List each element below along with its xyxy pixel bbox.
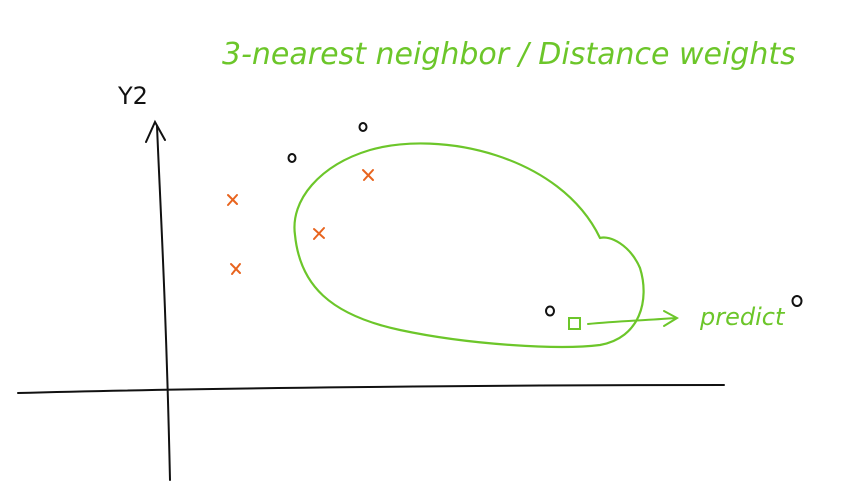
circle-marker-icon [287, 153, 297, 163]
cross-marker-icon [230, 263, 241, 275]
predict-arrow [587, 310, 680, 327]
class-cross-points [227, 169, 374, 275]
y-axis-line [156, 125, 171, 481]
arrow-shaft [587, 317, 677, 325]
diagram-title: 3-nearest neighbor / Distance weights [222, 37, 796, 72]
cross-marker-icon [362, 169, 374, 181]
class-circle-points [287, 122, 555, 317]
neighbor-ellipse [293, 142, 645, 348]
x-axis-line [17, 384, 725, 394]
y-axis-arrow-icon [145, 119, 166, 143]
axes [17, 119, 725, 481]
predicted-class-circle-icon [791, 295, 803, 307]
cross-marker-icon [227, 194, 238, 206]
arrow-head-icon [663, 310, 680, 327]
cross-marker-icon [313, 227, 325, 240]
square-marker-icon [568, 317, 581, 330]
circle-marker-icon [358, 122, 368, 132]
circle-marker-icon [545, 305, 555, 317]
y-axis-label: Y2 [117, 82, 148, 110]
predict-label: predict [699, 303, 786, 331]
